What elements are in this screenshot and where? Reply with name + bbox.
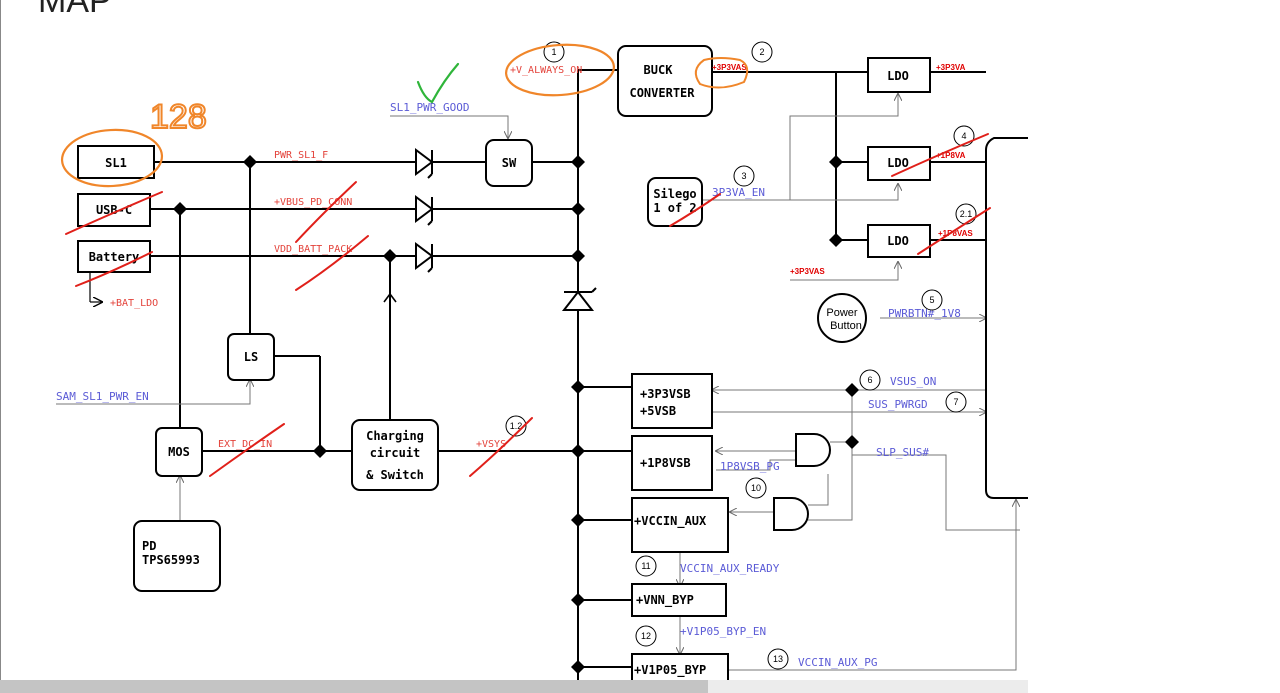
block-mos: [155, 427, 203, 477]
block-buck-label-1: BUCK: [644, 63, 674, 77]
power-button: [817, 293, 867, 343]
handwritten-128: 128: [150, 98, 207, 136]
power-button-label-1: Power: [826, 307, 858, 319]
block-ldo-2-label: LDO: [887, 156, 909, 170]
block-3p3vsb-label-1: +3P3VSB: [640, 387, 691, 401]
block-sw: [485, 139, 533, 187]
signal-sam-sl1-pwr-en: SAM_SL1_PWR_EN: [56, 390, 149, 403]
signal-vsus-on: VSUS_ON: [890, 375, 936, 388]
block-charging-label-1: Charging: [366, 429, 424, 443]
signal-vccin-aux-ready: VCCIN_AUX_READY: [680, 562, 780, 575]
and-gate-1: [795, 433, 831, 467]
scrollbar-thumb[interactable]: [0, 680, 708, 693]
step-2: 2: [759, 47, 764, 57]
signal-slp-sus: SLP_SUS#: [876, 446, 929, 459]
and-gate-2: [773, 497, 809, 531]
step-markers: [505, 41, 977, 670]
block-1p8vsb: [631, 435, 713, 491]
block-buck-label-2: CONVERTER: [629, 86, 695, 100]
signal-lines: [56, 94, 1020, 671]
signal-bat-ldo: +BAT_LDO: [110, 298, 158, 309]
pch-outline: [985, 137, 1028, 499]
block-1p8vsb-label: +1P8VSB: [640, 456, 691, 470]
block-ldo-1: [867, 57, 931, 93]
block-charging: [351, 419, 439, 491]
signal-vdd-batt-pack: VDD_BATT_PACK: [274, 244, 352, 255]
charging-arrow-icon: [383, 292, 397, 303]
signal-v1p05-byp-en: +V1P05_BYP_EN: [680, 625, 766, 638]
power-button-label-2: Button: [830, 320, 862, 332]
block-pd-label-2: TPS65993: [142, 553, 200, 567]
step-3: 3: [741, 171, 746, 181]
block-sl1-label: SL1: [105, 156, 127, 170]
block-charging-label-2: circuit: [370, 446, 421, 460]
signal-3p3va-en: 3P3VA_EN: [712, 186, 765, 199]
hand-annotations: 128: [60, 43, 991, 477]
block-sw-label: SW: [502, 156, 517, 170]
signal-3p3va: +3P3VA: [936, 63, 966, 72]
block-pd: [133, 520, 221, 592]
block-mos-label: MOS: [168, 445, 190, 459]
block-v1p05-byp: [631, 653, 729, 680]
step-13: 13: [773, 654, 783, 664]
block-ls: [227, 333, 275, 381]
block-pd-label-1: PD: [142, 539, 156, 553]
horizontal-scrollbar[interactable]: [0, 680, 1028, 693]
block-vnn-byp-label: +VNN_BYP: [636, 593, 694, 608]
signal-pwrbtn-1v8: PWRBTN#_1V8: [888, 307, 961, 320]
signal-ext-dc-in: EXT_DC_IN: [218, 439, 272, 450]
signal-sl1-pwr-good: SL1_PWR_GOOD: [390, 101, 469, 114]
step-2-1: 2.1: [960, 209, 973, 219]
block-3p3vsb: [631, 373, 713, 429]
step-5: 5: [929, 295, 934, 305]
step-6: 6: [867, 375, 872, 385]
block-3p3vsb-label-2: +5VSB: [640, 404, 676, 418]
step-4: 4: [961, 131, 966, 141]
block-ls-label: LS: [244, 350, 258, 364]
step-1-2: 1.2: [510, 421, 523, 431]
block-ldo-3: [867, 224, 931, 258]
block-silego-label-1: Silego: [653, 187, 696, 201]
diodes: [415, 148, 597, 311]
step-7: 7: [953, 397, 958, 407]
signal-v-always-on: +V_ALWAYS_ON: [510, 65, 582, 76]
block-usbc: [77, 193, 151, 227]
block-battery: [77, 240, 151, 273]
block-vccin-aux-label: +VCCIN_AUX: [634, 514, 707, 529]
page-title: MAP: [38, 0, 112, 20]
signal-3p3vas-bottom: +3P3VAS: [790, 267, 825, 276]
signal-1p8va: +1P8VA: [936, 151, 966, 160]
step-11: 11: [641, 561, 650, 571]
step-12: 12: [641, 631, 651, 641]
block-buck: [617, 45, 713, 117]
block-vccin-aux: [631, 497, 729, 553]
signal-1p8vas: +1P8VAS: [938, 229, 973, 238]
block-v1p05-byp-label: +V1P05_BYP: [634, 663, 706, 678]
block-silego-label-2: 1 of 2: [653, 201, 696, 215]
block-ldo-3-label: LDO: [887, 234, 909, 248]
block-sl1: [77, 145, 155, 179]
left-border: [0, 0, 1, 693]
blocks: [77, 45, 1028, 680]
signal-sus-pwrgd: SUS_PWRGD: [868, 398, 928, 411]
signal-vccin-aux-pg: VCCIN_AUX_PG: [798, 656, 877, 669]
power-rails: [150, 69, 986, 680]
signal-3p3vas: +3P3VAS: [712, 63, 747, 72]
block-battery-label: Battery: [89, 250, 140, 264]
block-ldo-1-label: LDO: [887, 69, 909, 83]
block-usbc-label: USB-C: [96, 203, 132, 217]
signal-vbus-pd-conn: +VBUS_PD_CONN: [274, 197, 352, 208]
block-charging-label-3: & Switch: [366, 468, 424, 482]
block-vnn-byp: [631, 583, 727, 617]
junctions: [173, 155, 859, 674]
step-1: 1: [551, 47, 556, 57]
signal-vsys: +VSYS: [476, 439, 506, 450]
signal-pwr-sl1-f: PWR_SL1_F: [274, 150, 328, 161]
step-10: 10: [751, 483, 761, 493]
signal-1p8vsb-pg: 1P8VSB_PG: [720, 460, 780, 473]
